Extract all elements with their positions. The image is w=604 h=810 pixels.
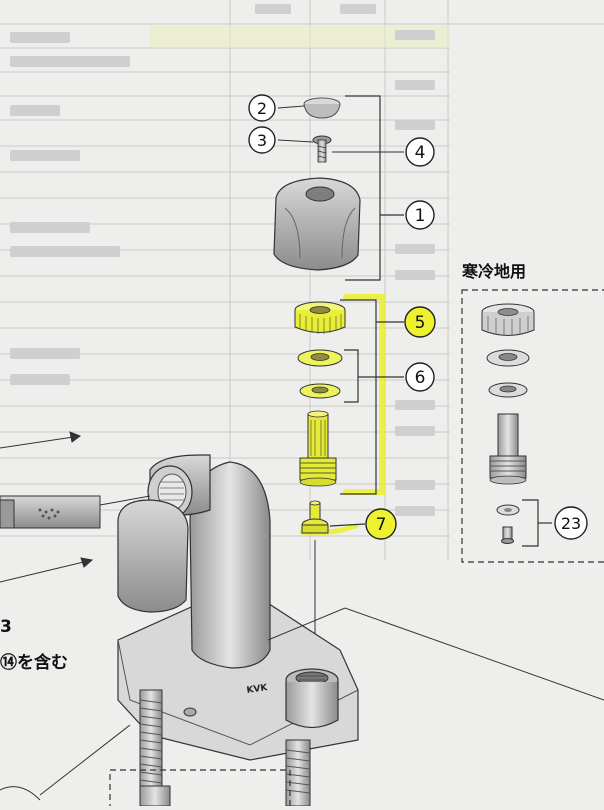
callout-6: 6 <box>405 362 435 392</box>
cold-part-washer-small <box>496 504 520 516</box>
callout-2: 2 <box>248 94 276 122</box>
callout-5: 5 <box>404 306 436 338</box>
leader-line-2 <box>277 105 305 109</box>
callout-1-label: 1 <box>415 206 426 226</box>
cold-part-nut <box>481 303 535 336</box>
highlight-bracket <box>343 294 385 495</box>
leader-bottom <box>39 724 131 796</box>
callout-4: 4 <box>405 137 435 167</box>
part-2-cap <box>303 97 341 119</box>
callout-7: 7 <box>365 508 397 540</box>
bracket-cartridge-group <box>340 299 377 495</box>
left-arrows <box>0 431 94 583</box>
cold-part-spindle <box>489 413 527 485</box>
left-note-circled: ⑭を含む <box>0 652 68 673</box>
leader-line-3 <box>277 139 314 143</box>
faucet-brand-mark: KVK <box>246 683 269 696</box>
bracket-handle-group <box>345 95 381 281</box>
callout-5-label: 5 <box>415 313 426 333</box>
callout-7-label: 7 <box>376 515 387 535</box>
background-faded-text <box>10 4 435 516</box>
part-7-screw <box>301 500 329 534</box>
cold-part-washers <box>486 349 530 398</box>
outline-line-right <box>267 607 604 701</box>
left-note-partial: 3 <box>0 617 12 637</box>
callout-2-label: 2 <box>257 99 267 118</box>
cold-region-label: 寒冷地用 <box>461 262 526 281</box>
callout-3-label: 3 <box>257 131 267 150</box>
part-4-screw <box>312 135 332 163</box>
bottom-detail-part <box>139 785 171 807</box>
bottom-detail-box <box>109 769 291 810</box>
callout-6-label: 6 <box>415 368 426 388</box>
callout-23-label: 23 <box>561 514 581 533</box>
hose-fitting <box>0 495 101 529</box>
faucet-body: KVK <box>117 454 359 807</box>
part-spindle <box>299 410 337 487</box>
part-1-handle <box>273 177 361 271</box>
leader-hose <box>99 495 151 506</box>
leader-line-7 <box>329 523 366 527</box>
cold-part-screw <box>501 526 514 544</box>
callout-23: 23 <box>554 506 588 540</box>
callout-3: 3 <box>248 126 276 154</box>
cold-region-box <box>461 289 604 563</box>
part-5-nut <box>294 301 346 334</box>
background-row-highlight <box>150 26 450 48</box>
bracket-part-6 <box>344 349 359 403</box>
callout-1: 1 <box>405 200 435 230</box>
callout-4-label: 4 <box>415 143 426 163</box>
bracket-part-23 <box>522 499 539 547</box>
bottom-left-curve <box>0 786 41 801</box>
part-6-washers <box>297 349 343 399</box>
